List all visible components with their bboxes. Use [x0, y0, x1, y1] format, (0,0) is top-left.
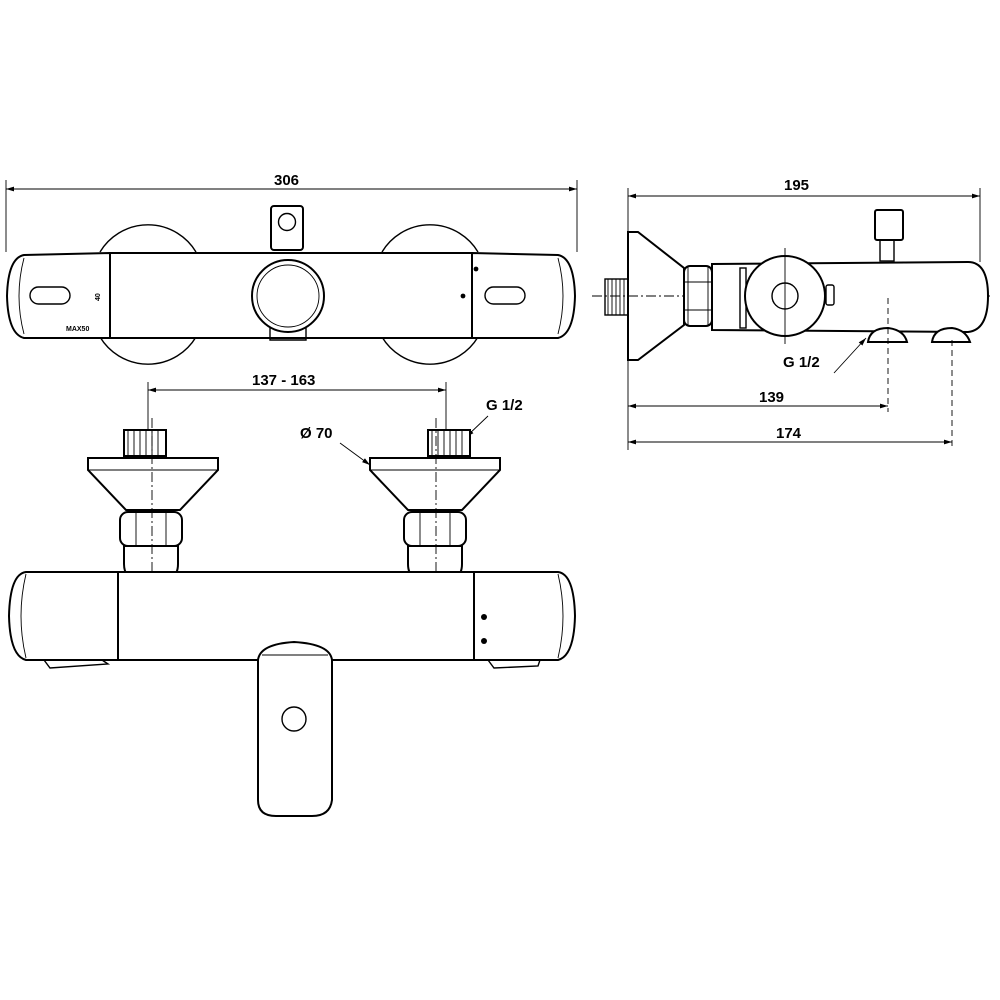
spout-button — [281, 706, 307, 732]
scale-label: 40 — [95, 293, 102, 301]
right-flange — [369, 457, 501, 511]
right-inlet — [369, 418, 501, 592]
dim-second-outlet-distance: 174 — [776, 425, 802, 442]
max-label: MAX50 — [66, 326, 89, 333]
front-right-handle — [473, 571, 577, 661]
dim-overall-depth: 195 — [784, 177, 809, 194]
front-left-handle — [7, 571, 119, 661]
outlet-thread-label: G 1/2 — [783, 354, 820, 371]
side-outlet-2 — [930, 326, 972, 343]
top-left-handle — [5, 251, 111, 339]
right-handle-slot — [484, 286, 526, 305]
dim-inlet-spacing: 137 - 163 — [252, 372, 315, 389]
left-handle-slot — [29, 286, 71, 305]
diverter-tab — [270, 205, 304, 251]
left-wall-disc — [99, 224, 197, 365]
left-flange — [87, 457, 219, 511]
inlet-thread-label: G 1/2 — [486, 397, 523, 414]
left-inlet — [87, 418, 219, 592]
dim-outlet-distance: 139 — [759, 389, 784, 406]
flange-diameter-label: Ø 70 — [300, 425, 333, 442]
top-right-handle — [471, 251, 577, 339]
side-view: 195 G 1/2 139 — [592, 177, 990, 450]
front-view: 137 - 163 G 1/2 Ø 70 — [7, 372, 577, 817]
side-diverter — [874, 209, 904, 241]
diverter-knob — [251, 259, 325, 333]
front-spout — [257, 640, 333, 817]
left-nut — [119, 511, 183, 547]
dim-overall-width: 306 — [274, 172, 299, 189]
right-wall-disc — [381, 224, 479, 365]
top-view: MAX50 40 306 — [5, 172, 578, 365]
right-nut — [403, 511, 467, 547]
